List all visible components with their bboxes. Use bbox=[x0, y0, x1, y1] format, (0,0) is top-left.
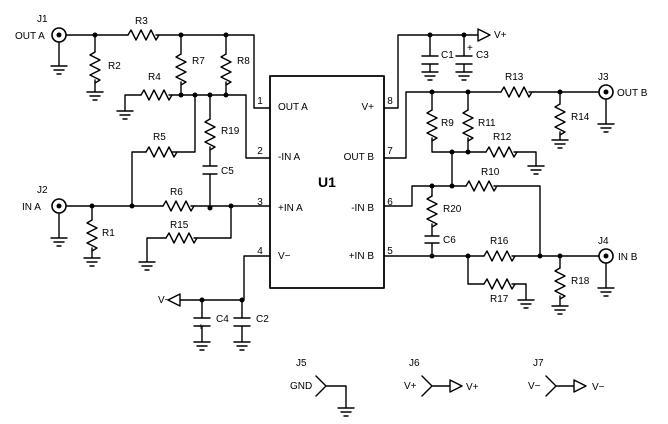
pin-3-num: 3 bbox=[257, 197, 263, 208]
label-r9: R9 bbox=[441, 118, 454, 129]
label-r2: R2 bbox=[108, 61, 121, 72]
label-r18: R18 bbox=[571, 276, 590, 287]
label-gnd: GND bbox=[290, 381, 312, 392]
label-j6: J6 bbox=[409, 358, 420, 369]
label-c4: C4 bbox=[216, 314, 229, 325]
bnc-j4 bbox=[598, 248, 614, 264]
label-r12: R12 bbox=[493, 132, 512, 143]
pin-4-name: V− bbox=[278, 251, 291, 262]
junctions-channel-b bbox=[427, 32, 563, 259]
label-in-a: IN A bbox=[22, 202, 41, 213]
pin-6-num: 6 bbox=[387, 197, 393, 208]
terminal-j7 bbox=[545, 375, 587, 397]
label-r3: R3 bbox=[135, 16, 148, 27]
bnc-j2 bbox=[51, 198, 67, 214]
pin-3-name: +IN A bbox=[278, 203, 303, 214]
pin-6-name: -IN B bbox=[351, 203, 374, 214]
label-r10: R10 bbox=[481, 167, 500, 178]
label-out-a: OUT A bbox=[15, 31, 45, 42]
label-in-b: IN B bbox=[618, 252, 638, 263]
label-c2: C2 bbox=[256, 314, 269, 325]
label-r19: R19 bbox=[221, 126, 240, 137]
label-r17: R17 bbox=[490, 294, 509, 305]
label-r16: R16 bbox=[490, 236, 509, 247]
label-r20: R20 bbox=[443, 204, 462, 215]
bnc-j3 bbox=[598, 84, 614, 100]
pin-1-num: 1 bbox=[257, 96, 263, 107]
pin-1-name: OUT A bbox=[278, 102, 308, 113]
terminal-j6 bbox=[421, 375, 463, 397]
label-r7: R7 bbox=[192, 56, 205, 67]
label-j7: J7 bbox=[533, 358, 544, 369]
label-out-b: OUT B bbox=[617, 88, 648, 99]
junctions-channel-a bbox=[89, 32, 245, 303]
pin-4-num: 4 bbox=[257, 246, 263, 257]
label-vplus: V+ bbox=[494, 30, 507, 41]
pin-2-num: 2 bbox=[257, 146, 263, 157]
pin-7-name: OUT B bbox=[344, 152, 375, 163]
label-c4-plus: + bbox=[198, 322, 204, 333]
pin-8-num: 8 bbox=[387, 96, 393, 107]
label-j2: J2 bbox=[37, 185, 48, 196]
terminal-j5 bbox=[315, 375, 355, 417]
ic-label: U1 bbox=[318, 174, 336, 190]
label-r8: R8 bbox=[237, 56, 250, 67]
pin-2-name: -IN A bbox=[278, 152, 301, 163]
label-j6-in: V+ bbox=[404, 381, 417, 392]
bnc-j1 bbox=[51, 27, 67, 43]
label-r5: R5 bbox=[153, 132, 166, 143]
label-r14: R14 bbox=[571, 112, 590, 123]
label-r13: R13 bbox=[505, 72, 524, 83]
label-c5: C5 bbox=[221, 166, 234, 177]
pin-5-num: 5 bbox=[387, 246, 393, 257]
label-r6: R6 bbox=[170, 187, 183, 198]
label-r11: R11 bbox=[478, 118, 496, 129]
wires-channel-b bbox=[383, 28, 615, 315]
label-j7-in: V− bbox=[528, 381, 541, 392]
labels: J1 OUT A J2 IN A J3 OUT B J4 IN B J5 GND… bbox=[15, 14, 648, 393]
label-j7-out: V− bbox=[592, 382, 605, 393]
ic-u1: U1 OUT A -IN A +IN A V− V+ OUT B -IN B +… bbox=[257, 75, 393, 289]
label-j6-out: V+ bbox=[466, 382, 479, 393]
label-r1: R1 bbox=[102, 228, 115, 239]
label-r4: R4 bbox=[148, 72, 161, 83]
label-j3: J3 bbox=[598, 72, 609, 83]
label-r15: R15 bbox=[170, 220, 189, 231]
label-c3: C3 bbox=[476, 50, 489, 61]
label-c6: C6 bbox=[443, 235, 456, 246]
label-vminus: V− bbox=[158, 295, 171, 306]
label-c1: C1 bbox=[441, 50, 454, 61]
label-j1: J1 bbox=[37, 14, 48, 25]
label-j5: J5 bbox=[296, 358, 307, 369]
label-j4: J4 bbox=[598, 236, 609, 247]
pin-7-num: 7 bbox=[387, 146, 393, 157]
pin-8-name: V+ bbox=[361, 102, 374, 113]
label-c3-plus: + bbox=[467, 43, 473, 54]
pin-5-name: +IN B bbox=[349, 251, 375, 262]
